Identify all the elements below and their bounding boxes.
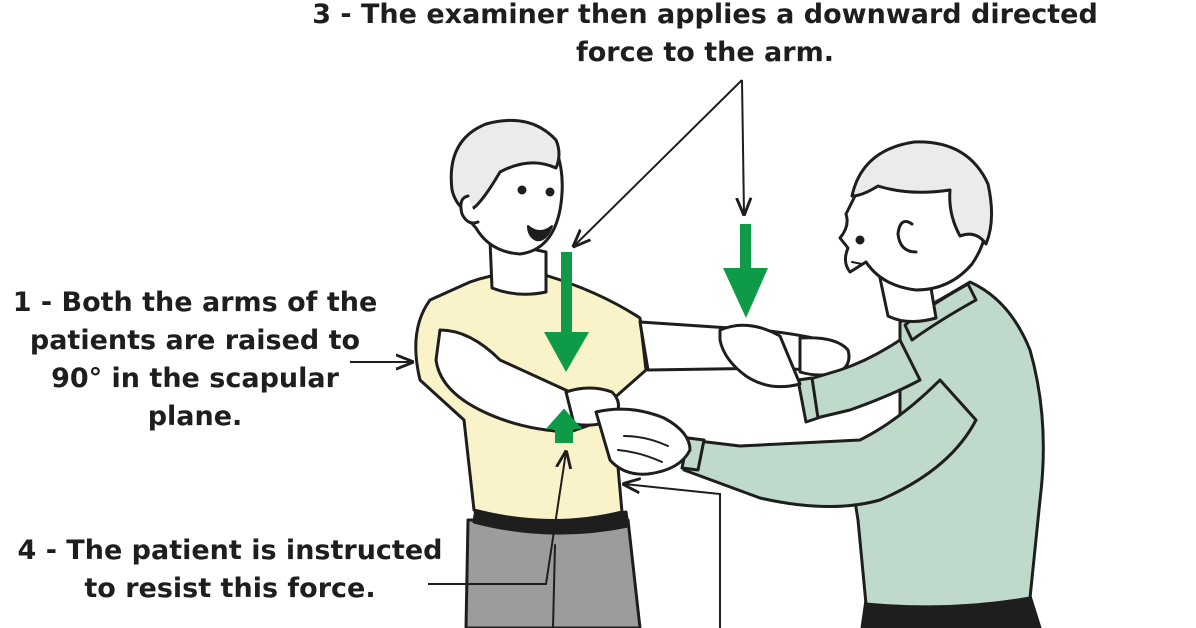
leader-line-step3-left bbox=[574, 79, 743, 246]
annotation-step-1: 1 - Both the arms of the patients are ra… bbox=[0, 284, 390, 436]
examiner-figure bbox=[594, 140, 1045, 628]
annotation-step-4-line-1: 4 - The patient is instructed bbox=[17, 535, 443, 566]
annotation-step-1-line-1: 1 - Both the arms of the bbox=[12, 287, 378, 318]
patient-hair bbox=[449, 118, 561, 214]
annotation-step-1-line-3: 90° in the scapular bbox=[51, 363, 339, 394]
annotation-step-4: 4 - The patient is instructed to resist … bbox=[0, 532, 460, 608]
leader-line-examiner bbox=[624, 484, 721, 628]
leader-line-step3-right bbox=[742, 79, 744, 214]
annotation-step-3: 3 - The examiner then applies a downward… bbox=[250, 0, 1160, 72]
downward-force-arrow-right bbox=[723, 224, 768, 318]
examiner-hair bbox=[850, 140, 993, 246]
patient-figure bbox=[414, 118, 851, 628]
annotation-step-3-line-2: force to the arm. bbox=[576, 37, 834, 68]
annotation-step-3-line-1: 3 - The examiner then applies a downward… bbox=[312, 0, 1098, 30]
patient-right-hand bbox=[798, 336, 851, 377]
examiner-upper-hand bbox=[718, 323, 802, 389]
patient-neck bbox=[488, 238, 548, 296]
annotation-step-1-line-4: plane. bbox=[147, 401, 243, 432]
examiner-lower-hand bbox=[594, 407, 692, 476]
downward-force-arrow-left bbox=[544, 252, 589, 372]
annotation-step-4-line-2: to resist this force. bbox=[84, 573, 376, 604]
annotation-step-1-line-2: patients are raised to bbox=[29, 325, 361, 356]
examiner-lower-arm bbox=[682, 378, 978, 508]
leader-line-step4 bbox=[428, 452, 566, 585]
upward-resist-arrow bbox=[545, 408, 583, 443]
patient-left-arm bbox=[434, 328, 606, 434]
